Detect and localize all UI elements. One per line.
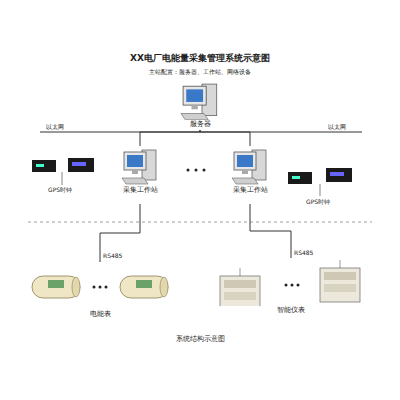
- edge-label: RS485: [103, 252, 122, 260]
- pc-node: 采集工作站: [112, 146, 168, 204]
- server-node: 服务器: [168, 80, 232, 130]
- node-label: 电能表: [22, 310, 178, 319]
- edge-label: RS485: [294, 249, 313, 257]
- connector: [140, 130, 200, 146]
- meters-node: 电能表: [22, 262, 178, 324]
- pc-node: 采集工作站: [222, 146, 278, 204]
- text-label: 主站配置：服务器、工作站、网络设备: [120, 68, 280, 76]
- connector: [250, 204, 291, 258]
- cabinets-icon: [212, 258, 370, 306]
- gps-device: [32, 158, 94, 185]
- ethernet-bus: [40, 131, 362, 132]
- diagram-caption: 系统结构示意图: [0, 334, 400, 344]
- text-label: GPS时钟: [306, 198, 330, 206]
- cabinets-node: 智能仪表: [212, 258, 370, 324]
- connector: [100, 204, 140, 262]
- server-icon: [168, 80, 232, 120]
- text-label: 以太网: [328, 123, 346, 131]
- diagram-title: XX电厂电能量采集管理系统示意图: [0, 52, 400, 65]
- node-label: 采集工作站: [112, 186, 168, 195]
- node-label: 服务器: [168, 120, 232, 129]
- text-label: GPS时钟: [48, 186, 72, 194]
- pc-icon: [222, 146, 278, 186]
- meters-icon: [22, 262, 178, 310]
- node-label: 智能仪表: [212, 306, 370, 315]
- node-label: 采集工作站: [222, 186, 278, 195]
- pc-icon: [112, 146, 168, 186]
- ellipsis-dots: [187, 169, 206, 172]
- text-label: 以太网: [46, 123, 64, 131]
- separator-line: [28, 222, 372, 223]
- connector: [200, 130, 250, 146]
- gps-device: [288, 168, 352, 196]
